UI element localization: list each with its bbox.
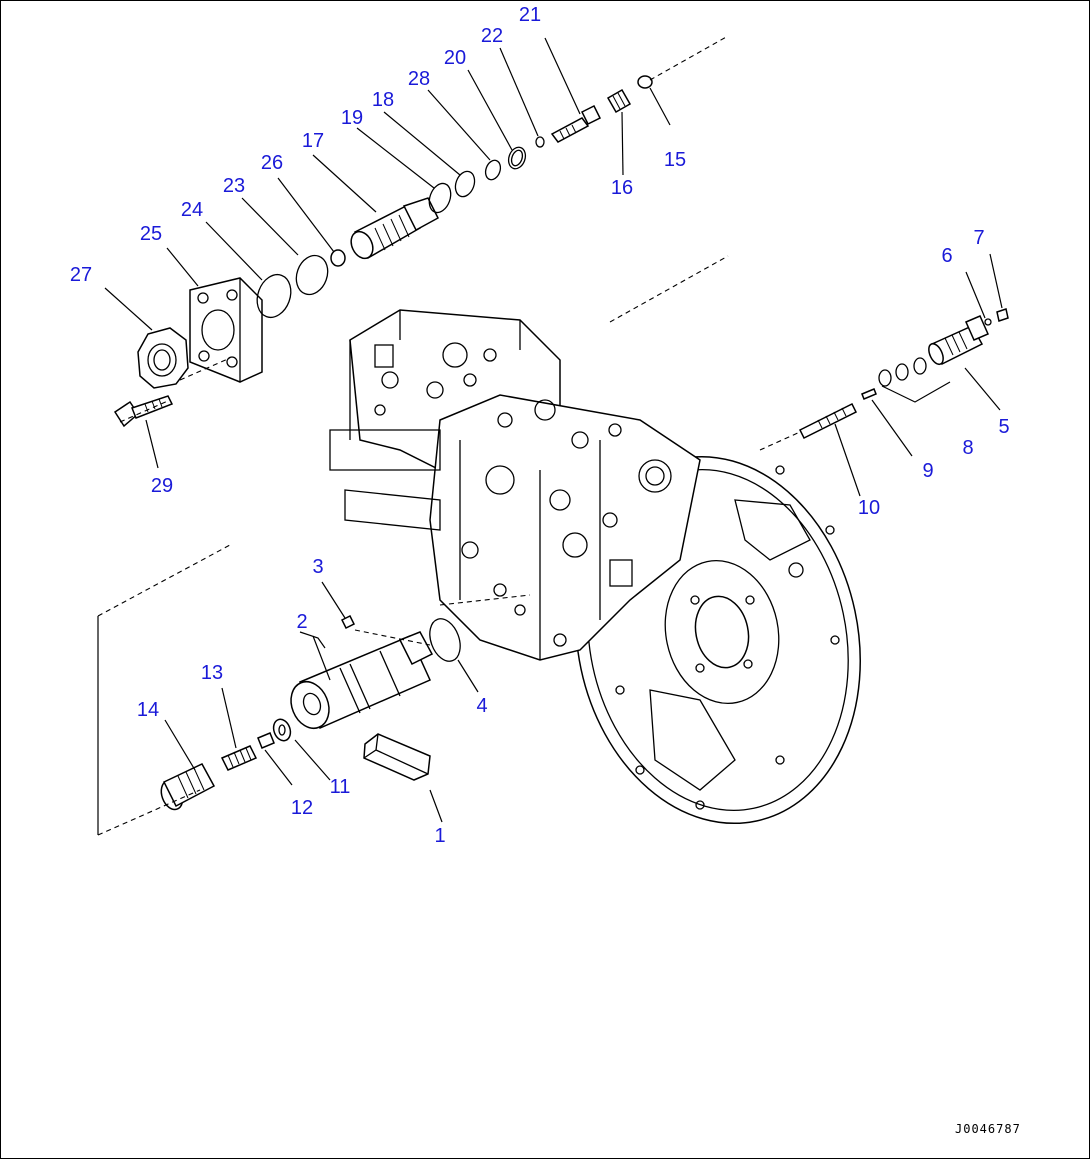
label-part-1: 1 [434, 825, 445, 847]
leader-lines [97, 35, 1003, 836]
part-23-o-ring [295, 254, 329, 296]
label-part-19: 19 [341, 107, 363, 129]
part-19-o-ring [428, 182, 452, 214]
part-20-ring [507, 146, 527, 170]
drawing-code: J0046787 [955, 1122, 1021, 1136]
part-17-spool-sleeve [350, 197, 439, 260]
label-part-23: 23 [223, 175, 245, 197]
part-7-plug [996, 308, 1009, 322]
label-part-2: 2 [296, 611, 307, 633]
label-part-4: 4 [476, 695, 487, 717]
part-3-plug [340, 614, 356, 630]
part-16-locknut [606, 88, 632, 114]
label-part-8: 8 [962, 437, 973, 459]
part-5-piston-plug [928, 315, 989, 366]
part-29-bolt [113, 395, 174, 428]
part-14-spring [160, 763, 216, 811]
label-part-20: 20 [444, 47, 466, 69]
part-27-nut [137, 327, 189, 389]
label-part-27: 27 [70, 264, 92, 286]
label-part-10: 10 [858, 497, 880, 519]
part-22-ball [535, 136, 545, 148]
label-part-24: 24 [181, 199, 203, 221]
part-10-spool [798, 402, 858, 440]
label-part-12: 12 [291, 797, 313, 819]
label-part-6: 6 [941, 245, 952, 267]
part-11-seat [272, 718, 292, 742]
part-21-adjust-screw [550, 104, 602, 143]
part-12-plug [257, 732, 275, 749]
label-part-26: 26 [261, 152, 283, 174]
label-part-13: 13 [201, 662, 223, 684]
label-part-21: 21 [519, 4, 541, 26]
pump-assembly [329, 309, 861, 825]
part-15-cap [637, 75, 653, 89]
label-part-15: 15 [664, 149, 686, 171]
part-1-key [363, 733, 431, 781]
part-4-o-ring [429, 618, 461, 662]
label-part-18: 18 [372, 89, 394, 111]
part-13-spring [220, 745, 258, 771]
label-part-17: 17 [302, 130, 324, 152]
part-8-rings [878, 357, 927, 387]
part-2-servo-piston [290, 631, 434, 730]
part-18-o-ring [454, 170, 476, 198]
part-26-plug [330, 249, 346, 267]
part-28-ring [484, 159, 502, 181]
label-part-3: 3 [312, 556, 323, 578]
label-part-25: 25 [140, 223, 162, 245]
label-part-11: 11 [330, 776, 351, 798]
label-part-29: 29 [151, 475, 173, 497]
part-9-pin [861, 388, 877, 400]
part-6-ball [984, 318, 992, 326]
part-labels: 1 2 3 4 5 6 7 8 9 10 11 12 13 14 15 16 1… [70, 4, 1010, 847]
label-part-5: 5 [998, 416, 1009, 438]
label-part-7: 7 [973, 227, 984, 249]
part-25-cover-plate [189, 277, 263, 383]
part-24-o-ring [256, 273, 292, 319]
label-part-28: 28 [408, 68, 430, 90]
label-part-9: 9 [922, 460, 933, 482]
label-part-22: 22 [481, 25, 503, 47]
label-part-16: 16 [611, 177, 633, 199]
label-part-14: 14 [137, 699, 159, 721]
